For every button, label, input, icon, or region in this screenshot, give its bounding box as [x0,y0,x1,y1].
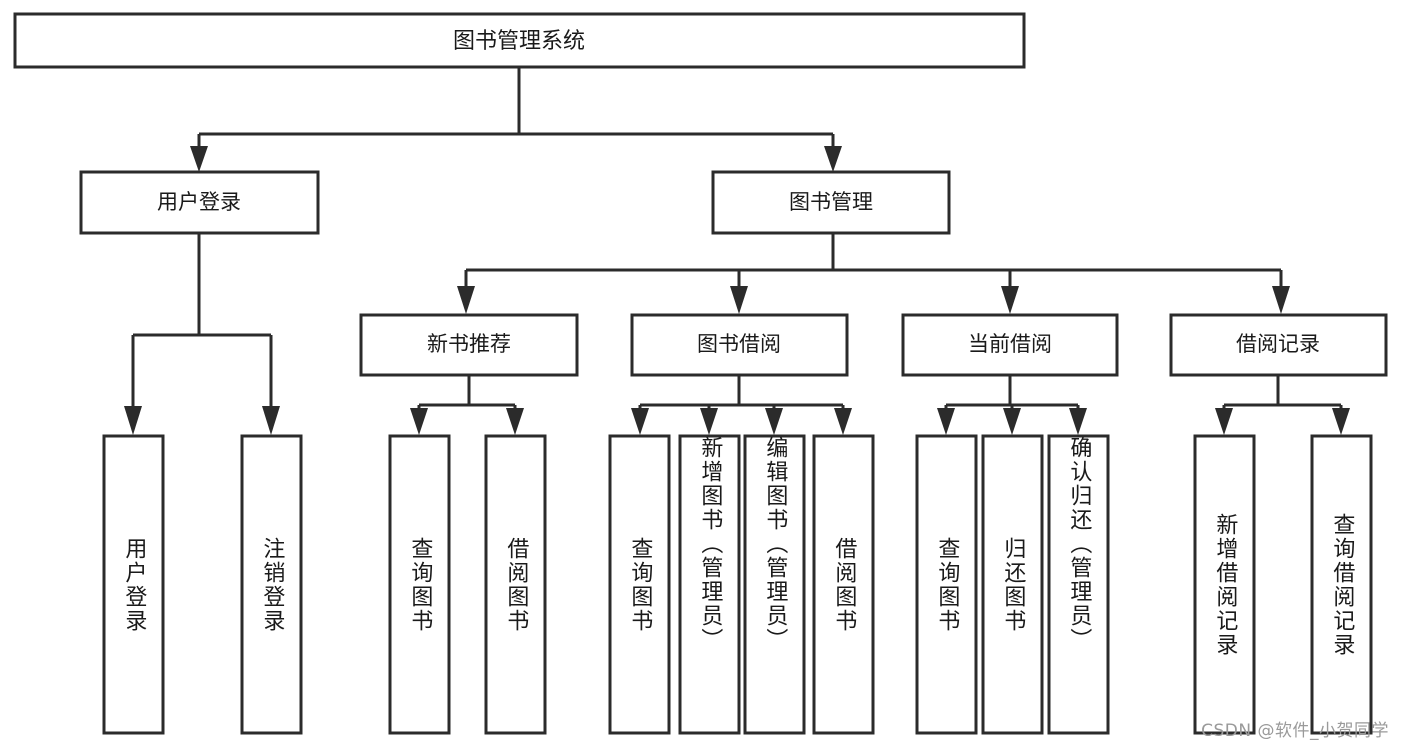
leaf-box-query-book-1[interactable] [388,434,451,735]
node-borrow-record-label: 借阅记录 [1236,332,1320,356]
node-book-borrow-label: 图书借阅 [697,332,781,356]
leaf-box-confirm-return[interactable] [1047,434,1110,735]
connector-bookborrow-to-leaves [631,375,852,435]
leaf-box-return-book[interactable] [981,434,1044,735]
leaf-box-query-book-2[interactable] [608,434,671,735]
connector-newbook-to-leaves [410,375,524,435]
csdn-watermark: CSDN @软件_小贺同学 [1201,721,1389,741]
node-user-login-label: 用户登录 [157,190,241,214]
node-new-book-recommend-label: 新书推荐 [427,332,511,356]
connector-bookmanage-to-level3 [457,233,1290,314]
node-root[interactable]: 图书管理系统 [13,12,1026,69]
connector-borrowrecord-to-leaves [1215,375,1350,435]
arrow-head-icon [700,408,718,435]
arrow-head-icon [730,286,748,314]
leaf-box-query-record[interactable] [1310,434,1373,735]
leaf-box-logout[interactable] [240,434,303,735]
arrow-head-icon [1272,286,1290,314]
leaf-box-add-record[interactable] [1193,434,1256,735]
arrow-head-icon [834,408,852,435]
node-book-manage[interactable]: 图书管理 [711,170,951,235]
arrow-head-icon [937,408,955,435]
arrow-head-icon [631,408,649,435]
arrow-head-icon [457,286,475,314]
arrow-head-icon [765,408,783,435]
leaf-box-borrow-book-2[interactable] [812,434,875,735]
arrow-head-icon [410,408,428,435]
node-user-login[interactable]: 用户登录 [79,170,320,235]
connector-userlogin-to-leaves [124,233,280,435]
arrow-head-icon [1003,408,1021,435]
node-book-borrow[interactable]: 图书借阅 [630,313,849,377]
arrow-head-icon [124,406,142,435]
node-new-book-recommend[interactable]: 新书推荐 [359,313,579,377]
arrow-head-icon [1332,408,1350,435]
leaf-box-borrow-book-1[interactable] [484,434,547,735]
arrow-head-icon [190,146,208,172]
connector-currentborrow-to-leaves [937,375,1087,435]
arrow-head-icon [506,408,524,435]
arrow-head-icon [824,146,842,172]
arrow-head-icon [1069,408,1087,435]
arrow-head-icon [1001,286,1019,314]
node-book-manage-label: 图书管理 [789,190,873,214]
arrow-head-icon [1215,408,1233,435]
node-current-borrow[interactable]: 当前借阅 [901,313,1119,377]
node-current-borrow-label: 当前借阅 [968,332,1052,356]
arrow-head-icon [262,406,280,435]
leaf-box-add-book[interactable] [678,434,741,735]
connector-root-to-level2 [190,67,842,172]
node-borrow-record[interactable]: 借阅记录 [1169,313,1388,377]
leaf-box-edit-book[interactable] [743,434,806,735]
node-root-label: 图书管理系统 [453,29,585,54]
leaf-box-user-login[interactable] [102,434,165,735]
leaf-box-query-book-3[interactable] [915,434,978,735]
